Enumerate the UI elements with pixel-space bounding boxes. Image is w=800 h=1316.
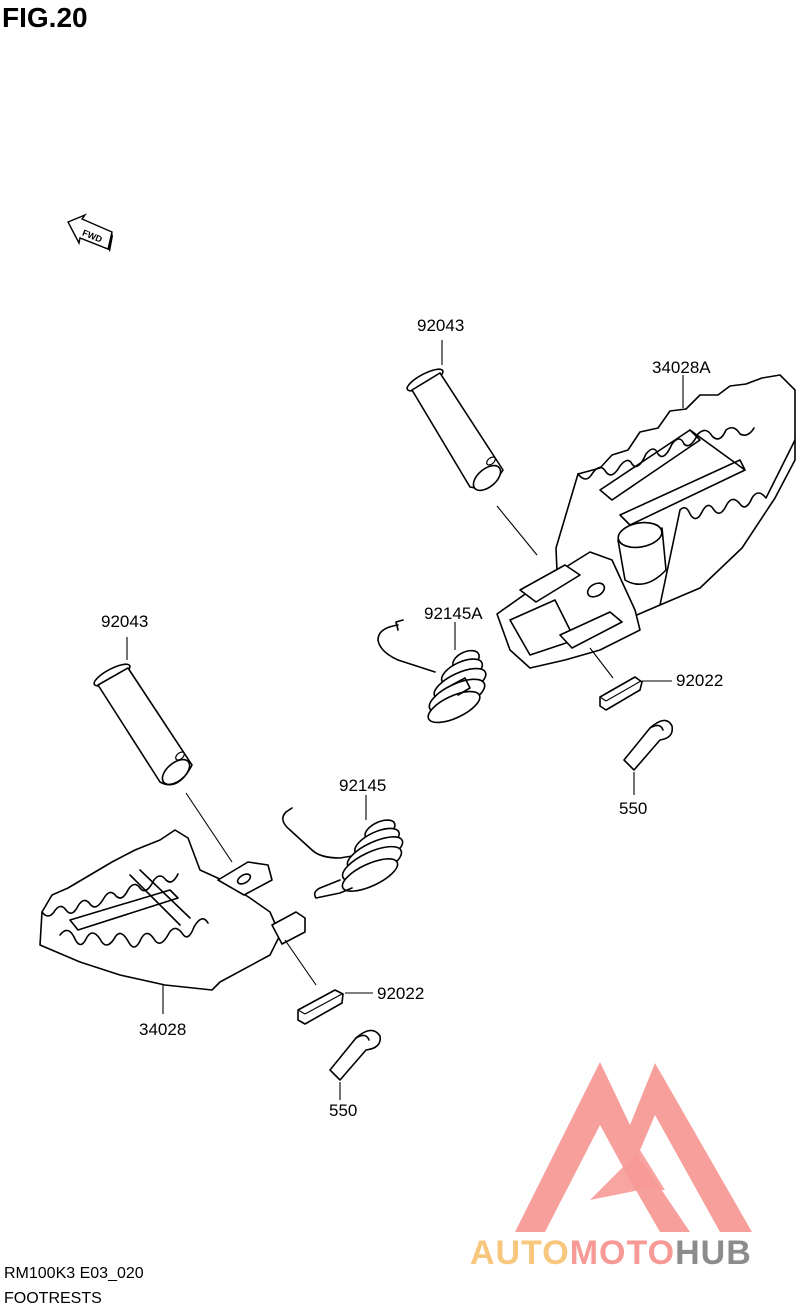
watermark-text: AUTOMOTOHUB [470, 1234, 752, 1273]
callout-spring-left: 92145 [339, 776, 387, 795]
footrest-right-part [496, 374, 796, 679]
fwd-arrow-icon: FWD [67, 213, 113, 252]
callout-cotter-left: 550 [329, 1101, 358, 1120]
callout-cotter-right: 550 [619, 799, 648, 818]
watermark-moto: MOTO [569, 1234, 676, 1272]
watermark-logo-icon [515, 1062, 752, 1232]
spring-right-part [377, 619, 487, 724]
callout-footrest-right: 34028A [652, 358, 711, 377]
callout-pin-left: 92043 [101, 612, 149, 631]
callout-washer-left: 92022 [377, 984, 425, 1003]
callout-spring-right: 92145A [424, 604, 483, 623]
spring-left-part [282, 795, 404, 899]
callout-washer-right: 92022 [676, 671, 724, 690]
model-code: RM100K3 E03_020 [4, 1265, 144, 1282]
washer-right-part [599, 676, 672, 711]
section-name: FOOTRESTS [4, 1290, 102, 1307]
cotter-right-part [623, 719, 674, 795]
watermark-hub: HUB [675, 1234, 752, 1272]
figure-title: FIG.20 [2, 2, 88, 33]
pin-right-part [406, 340, 538, 556]
cotter-left-part [329, 1029, 382, 1100]
pin-left-part [93, 637, 233, 863]
callout-footrest-left: 34028 [139, 1020, 187, 1039]
watermark-auto: AUTO [470, 1234, 570, 1272]
callout-pin-right: 92043 [417, 316, 465, 335]
footrest-left-part [39, 829, 317, 1014]
washer-left-part [297, 989, 373, 1025]
